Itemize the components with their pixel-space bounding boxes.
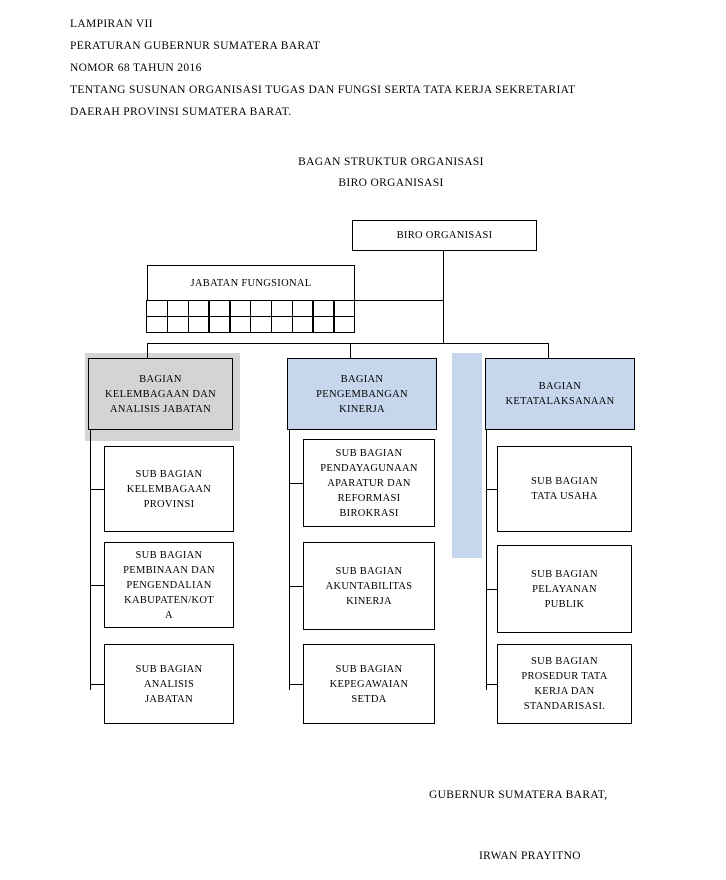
header-line-lampiran: LAMPIRAN VII: [70, 18, 153, 30]
chart-title-primary: BAGAN STRUKTUR ORGANISASI: [298, 156, 484, 168]
signature-name: IRWAN PRAYITNO: [479, 850, 581, 862]
signature-title: GUBERNUR SUMATERA BARAT,: [429, 789, 608, 801]
header-line-tentang-1: TENTANG SUSUNAN ORGANISASI TUGAS DAN FUN…: [70, 84, 576, 96]
org-node-jabatan-fungsional[interactable]: JABATAN FUNGSIONAL: [147, 265, 355, 301]
grid-cell: [208, 316, 231, 333]
org-node-biro-organisasi[interactable]: BIRO ORGANISASI: [352, 220, 537, 251]
connector-spine-column-2: [289, 430, 291, 690]
grid-cell: [167, 316, 189, 333]
grid-cell: [167, 300, 189, 317]
header-line-tentang-2: DAERAH PROVINSI SUMATERA BARAT.: [70, 106, 292, 118]
grid-cell: [312, 300, 335, 317]
connector-drop-bagian-3: [548, 343, 550, 359]
header-line-peraturan: PERATURAN GUBERNUR SUMATERA BARAT: [70, 40, 321, 52]
header-line-nomor: NOMOR 68 TAHUN 2016: [70, 62, 202, 74]
chart-title-secondary: BIRO ORGANISASI: [338, 177, 444, 189]
connector-drop-bagian-2: [350, 343, 352, 359]
grid-cell: [208, 300, 231, 317]
grid-cell: [333, 300, 355, 317]
grid-cell: [312, 316, 335, 333]
connector-stub-1-1: [90, 489, 105, 491]
connector-stub-1-2: [90, 585, 105, 587]
grid-cell: [187, 316, 210, 333]
grid-cell: [146, 300, 168, 317]
grid-cell: [250, 300, 272, 317]
grid-cell: [250, 316, 272, 333]
grid-cell: [271, 300, 293, 317]
backdrop-shape-pengembangan: [452, 353, 482, 558]
jabatan-fungsional-grid: [146, 300, 355, 333]
connector-stub-3-3: [486, 684, 498, 686]
connector-stub-2-3: [289, 684, 304, 686]
grid-cell: [187, 300, 210, 317]
connector-stub-3-1: [486, 489, 498, 491]
connector-spine-column-3: [486, 430, 488, 690]
connector-stub-2-2: [289, 586, 304, 588]
connector-jabatan-fungsional-horizontal: [355, 300, 444, 302]
connector-spine-column-1: [90, 430, 92, 690]
org-node-jabatan-fungsional-label: JABATAN FUNGSIONAL: [190, 277, 312, 289]
connector-root-vertical: [443, 251, 445, 343]
connector-stub-1-3: [90, 684, 105, 686]
grid-cell: [229, 316, 251, 333]
grid-cell: [333, 316, 355, 333]
connector-drop-bagian-1: [147, 343, 149, 359]
grid-cell: [291, 316, 314, 333]
connector-stub-3-2: [486, 589, 498, 591]
grid-cell: [146, 316, 168, 333]
connector-stub-2-1: [289, 483, 304, 485]
grid-cell: [291, 300, 314, 317]
grid-cell: [271, 316, 293, 333]
grid-cell: [229, 300, 251, 317]
connector-division-bus: [147, 343, 549, 345]
org-node-root-label: BIRO ORGANISASI: [396, 230, 493, 241]
